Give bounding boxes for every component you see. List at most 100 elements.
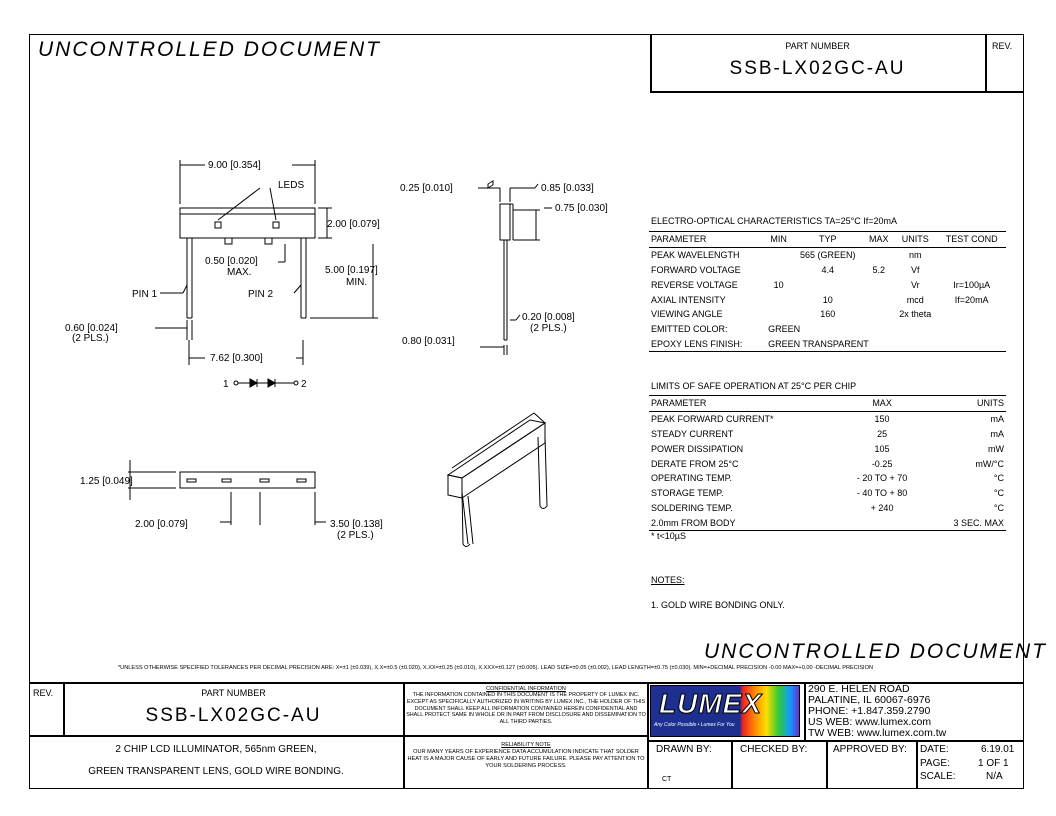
dim-bottom-h: 1.25 [0.049] (80, 476, 133, 487)
label-pls-2: (2 PLS.) (530, 323, 567, 334)
date-value: 6.19.01 (981, 744, 1015, 755)
limits-cell: POWER DISSIPATION (651, 443, 744, 454)
limits-cell: °C (993, 488, 1004, 499)
eo-cell (766, 263, 791, 278)
limits-cell: 25 (877, 428, 888, 439)
limits-header-row: PARAMETER MAX UNITS (649, 395, 1006, 412)
dim-pin-width: 0.60 [0.024] (65, 323, 118, 334)
notes-title: NOTES: (651, 575, 685, 585)
page-label: PAGE: (920, 758, 950, 769)
dim-lead-length: 5.00 [0.197] (325, 265, 378, 276)
page-value: 1 OF 1 (978, 758, 1009, 769)
eo-cell (864, 292, 893, 307)
dim-side-b: 0.85 [0.033] (541, 183, 594, 194)
eo-cell: FORWARD VOLTAGE (651, 264, 741, 275)
label-pls-1: (2 PLS.) (72, 333, 109, 344)
header-bottom (650, 91, 1024, 93)
limits-cell: STORAGE TEMP. (651, 488, 724, 499)
reliability-title: RELIABILITY NOTE (501, 742, 551, 748)
eo-cell (766, 292, 791, 307)
scale-label: SCALE: (920, 771, 956, 782)
limits-col-max: MAX (840, 395, 924, 412)
limits-title: LIMITS OF SAFE OPERATION AT 25°C PER CHI… (651, 381, 857, 391)
limits-cell: -0.25 (871, 458, 893, 469)
eo-cell: 10 (773, 279, 784, 290)
note-item: 1. GOLD WIRE BONDING ONLY. (651, 600, 785, 610)
dim-width: 9.00 [0.354] (208, 160, 261, 171)
table-row: SOLDERING TEMP.+ 240°C (649, 501, 1006, 516)
address-line: PHONE: +1.847.359.2790 (808, 705, 931, 717)
dim-gap: 0.50 [0.020] (205, 256, 258, 267)
eo-cell (864, 247, 893, 262)
approved-by-label: APPROVED BY: (833, 744, 907, 755)
label-pin1: PIN 1 (132, 289, 157, 300)
checked-by-label: CHECKED BY: (740, 744, 808, 755)
label-leds: LEDS (278, 180, 304, 191)
eo-cell: If=20mA (954, 294, 989, 305)
eo-cell: AXIAL INTENSITY (651, 294, 726, 305)
eo-cell: 565 (GREEN) (800, 250, 856, 261)
address-line: 290 E. HELEN ROAD (808, 683, 910, 695)
tb-mid-center (404, 735, 648, 736)
address-line: PALATINE, IL 60067-6976 (808, 694, 931, 706)
lumex-logo-tagline: Any Color Possible • Lumex For You (654, 722, 735, 728)
limits-cell: DERATE FROM 25°C (651, 458, 739, 469)
table-row: STORAGE TEMP.- 40 TO + 80°C (649, 486, 1006, 501)
eo-col-max: MAX (864, 231, 894, 248)
eo-col-units: UNITS (893, 231, 938, 248)
emitted-color-value: GREEN (768, 324, 801, 335)
tolerance-note: *UNLESS OTHERWISE SPECIFIED TOLERANCES P… (118, 665, 873, 671)
limits-cell: SOLDERING TEMP. (651, 502, 733, 513)
dim-side-d: 0.20 [0.008] (522, 312, 575, 323)
eo-cell (791, 277, 864, 292)
emitted-color-label: EMITTED COLOR: (651, 324, 728, 335)
eo-cell: Ir=100µA (953, 279, 991, 290)
tb-part-number: SSB-LX02GC-AU (145, 705, 322, 726)
limits-cell: °C (993, 473, 1004, 484)
eo-cell: nm (909, 250, 922, 261)
tb-checked-divider (826, 740, 828, 789)
eo-cell: mcd (906, 294, 924, 305)
dim-bottom-b: 3.50 [0.138] (330, 519, 383, 530)
drawn-by-label: DRAWN BY: (656, 744, 712, 755)
label-max: MAX. (227, 267, 251, 278)
label-pls-3: (2 PLS.) (337, 530, 374, 541)
tb-logo-divider (804, 682, 806, 741)
eo-cell: 4.4 (821, 264, 835, 275)
tb-divider-1 (403, 682, 405, 789)
header-part-number: SSB-LX02GC-AU (729, 58, 906, 79)
eo-cell: 10 (822, 294, 833, 305)
eo-cell: REVERSE VOLTAGE (651, 279, 738, 290)
limits-cell: STEADY CURRENT (651, 428, 734, 439)
limits-cell: mW (988, 443, 1004, 454)
tb-mid-right (647, 740, 1024, 742)
eo-cell (864, 277, 893, 292)
limits-footnote: * t<10µS (651, 531, 686, 541)
watermark-top: UNCONTROLLED DOCUMENT (38, 38, 382, 61)
limits-cell: mA (990, 414, 1005, 425)
eo-cell (937, 263, 1006, 278)
reliability-text: OUR MANY YEARS OF EXPERIENCE DATA ACCUMU… (407, 749, 645, 770)
limits-col-parameter: PARAMETER (649, 395, 841, 412)
eo-col-test: TEST COND (937, 231, 1006, 248)
limits-cell: mW/°C (975, 458, 1004, 469)
dim-pitch: 7.62 [0.300] (210, 353, 263, 364)
eo-cell (864, 307, 893, 322)
address-line: US WEB: www.lumex.com (808, 716, 932, 728)
eo-cell (766, 307, 791, 322)
schematic-pin1: 1 (223, 379, 229, 390)
eo-header-row: PARAMETER MIN TYP MAX UNITS TEST COND (649, 231, 1006, 248)
limits-table: PARAMETER MAX UNITS PEAK FORWARD CURRENT… (649, 395, 1006, 532)
header-rev-label: REV. (992, 41, 1013, 51)
date-label: DATE: (920, 744, 949, 755)
company-address: 290 E. HELEN ROAD PALATINE, IL 60067-697… (808, 684, 946, 739)
eo-cell: PEAK WAVELENGTH (651, 250, 740, 261)
header-divider (650, 34, 652, 92)
table-row: OPERATING TEMP.- 20 TO + 70°C (649, 471, 1006, 486)
eo-col-typ: TYP (791, 231, 865, 248)
eo-cell: Vf (911, 264, 920, 275)
limits-cell: OPERATING TEMP. (651, 473, 733, 484)
